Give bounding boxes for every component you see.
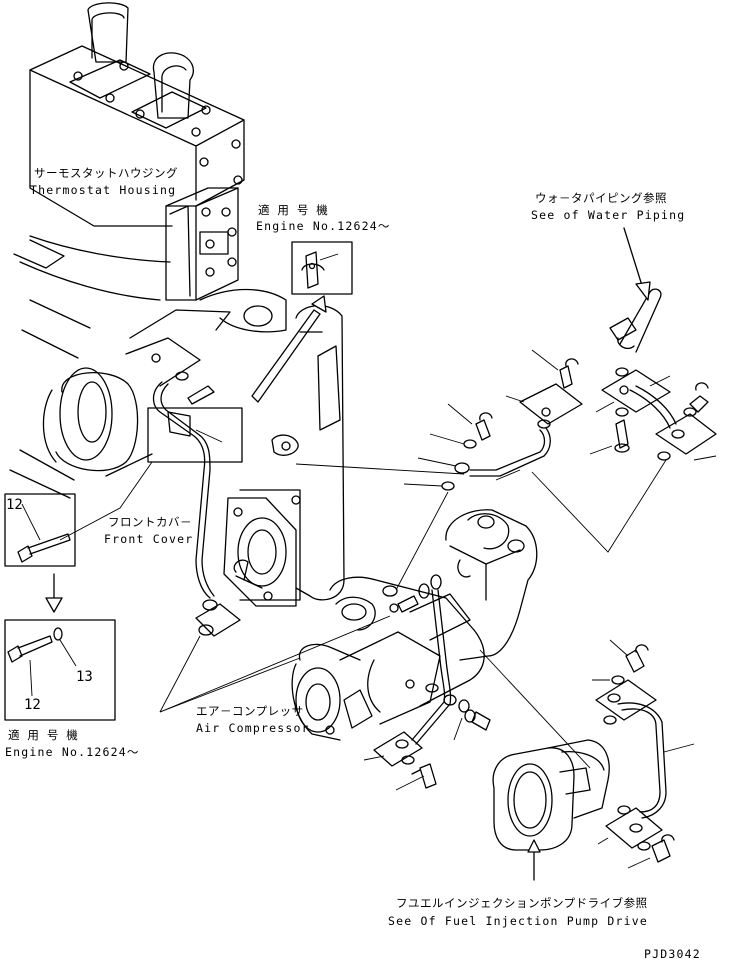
water-piping-ref-label: See of Water Piping <box>531 208 686 222</box>
air-compressor-label-jp: エア－コンプレッサ <box>196 704 304 718</box>
label-leaders <box>59 461 391 713</box>
thermostat-housing-drawing <box>9 2 287 499</box>
water-piping-arrow <box>623 227 651 301</box>
water-piping-ref-label-jp: ウォ－タパイピング参照 <box>535 191 667 205</box>
part-number-12-new: 12 <box>24 697 41 713</box>
applicable-engine-label-top-jp: 適 用 号 機 <box>258 203 329 217</box>
applicable-engine-label-bottom-jp: 適 用 号 機 <box>8 728 79 742</box>
clamp-callout-box <box>147 407 243 463</box>
bolt-detail-new <box>4 619 116 721</box>
fuel-pump-drive-ref-label-jp: フユエルインジェクションポンプドライブ参照 <box>396 896 648 910</box>
left-tube-assembly <box>125 337 263 637</box>
part-number-12-old: 12 <box>6 497 23 513</box>
clamp-detail-inset <box>251 241 353 403</box>
fuel-pump-drive-ref-label: See Of Fuel Injection Pump Drive <box>388 914 648 928</box>
air-compressor-label: Air Compressor <box>196 721 310 735</box>
fuel-pump-drive-drawing <box>479 639 695 881</box>
detail-arrow <box>45 573 63 613</box>
upper-right-tubes <box>295 288 717 591</box>
air-compressor-drawing <box>291 509 538 791</box>
front-cover-label-jp: フロントカバ－ <box>108 515 192 529</box>
bolt-detail-old <box>4 493 76 567</box>
part-number-13: 13 <box>76 669 93 685</box>
thermostat-housing-label-jp: サーモスタットハウジング <box>34 166 178 180</box>
front-cover-drawing <box>223 304 345 607</box>
thermostat-housing-label: Thermostat Housing <box>30 183 177 197</box>
front-cover-label: Front Cover <box>104 532 194 546</box>
drawing-number: PJD3042 <box>644 947 701 961</box>
applicable-engine-label-bottom: Engine No.12624～ <box>5 745 140 759</box>
applicable-engine-label-top: Engine No.12624～ <box>256 219 391 233</box>
